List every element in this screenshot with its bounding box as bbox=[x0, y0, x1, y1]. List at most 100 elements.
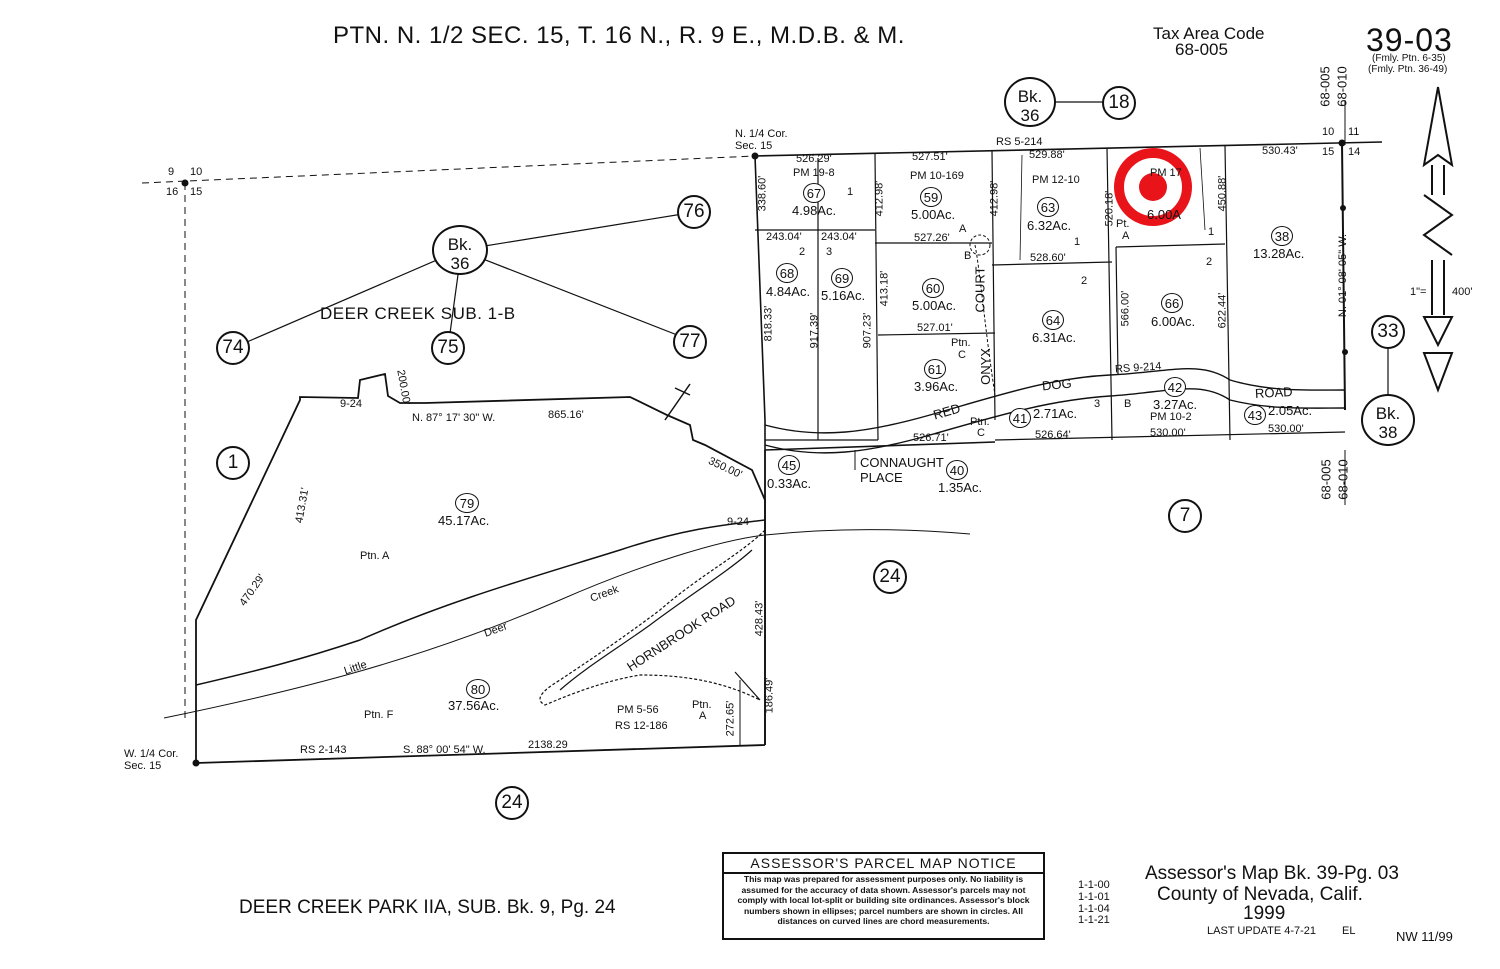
corner-label: 14 bbox=[1348, 146, 1361, 158]
dimension: 2138.29 bbox=[528, 739, 568, 751]
survey-ref: PM 10-2 bbox=[1150, 411, 1192, 423]
block-circle[interactable]: 76 bbox=[677, 195, 711, 229]
notice-body: This map was prepared for assessment pur… bbox=[737, 874, 1030, 927]
survey-ref: PM 19-8 bbox=[793, 167, 835, 179]
tax-code-bottom-a: 68-005 bbox=[1318, 459, 1334, 500]
parcel-number[interactable]: 79 bbox=[455, 493, 479, 513]
parcel-number[interactable]: 43 bbox=[1244, 405, 1266, 425]
tax-code-top-b: 68-010 bbox=[1334, 66, 1350, 107]
footer-subdivision: DEER CREEK PARK IIA, SUB. Bk. 9, Pg. 24 bbox=[239, 897, 616, 918]
parcel-number[interactable]: 80 bbox=[466, 679, 490, 699]
corner-label: 15 bbox=[1322, 146, 1335, 158]
former-parcels-2: (Fmly. Ptn. 36-49) bbox=[1368, 64, 1448, 75]
road-label-road: ROAD bbox=[1254, 384, 1293, 401]
footer-code: 1-1-01 bbox=[1078, 891, 1110, 903]
lot-label: Ptn. A bbox=[360, 550, 390, 562]
parcel-number[interactable]: 40 bbox=[946, 460, 968, 480]
parcel-number[interactable]: 67 bbox=[803, 183, 825, 203]
dimension: 428.43' bbox=[753, 600, 766, 637]
bearing: S. 88° 00' 54" W. bbox=[403, 744, 486, 756]
assessor-notice: ASSESSOR'S PARCEL MAP NOTICE This map wa… bbox=[722, 852, 1045, 940]
scale-right: 400' bbox=[1452, 286, 1473, 298]
survey-ref: 9-24 bbox=[340, 398, 363, 410]
dimension: 520.18' bbox=[1103, 190, 1116, 227]
lot-label: 1 bbox=[1074, 236, 1081, 248]
lot-label: Ptn. F bbox=[364, 709, 394, 721]
parcel-number[interactable]: 38 bbox=[1271, 226, 1293, 246]
corner-label: 16 bbox=[166, 186, 179, 198]
parcel-acreage: 45.17Ac. bbox=[438, 513, 490, 528]
target-marker-icon[interactable] bbox=[1113, 147, 1193, 227]
survey-ref: RS 5-214 bbox=[996, 136, 1043, 148]
book-ref-38[interactable]: Bk.38 bbox=[1361, 394, 1415, 446]
road-label-court: COURT bbox=[972, 266, 988, 313]
dimension: 907.23' bbox=[861, 312, 874, 349]
lot-label: 2 bbox=[1081, 275, 1088, 287]
tax-area-code: 68-005 bbox=[1175, 40, 1228, 59]
parcel-acreage: 5.16Ac. bbox=[821, 288, 866, 303]
n-quarter-corner-sec: Sec. 15 bbox=[735, 140, 773, 152]
scale-left: 1"= bbox=[1410, 286, 1427, 298]
parcel-acreage: 6.00A bbox=[1147, 207, 1181, 222]
parcel-number[interactable]: 45 bbox=[778, 455, 800, 475]
block-circle[interactable]: 24 bbox=[495, 786, 529, 820]
block-circle[interactable]: 75 bbox=[431, 331, 465, 365]
corner-label: 9 bbox=[168, 166, 175, 178]
parcel-number[interactable]: 68 bbox=[776, 263, 798, 283]
block-circle[interactable]: 1 bbox=[216, 446, 250, 480]
dimension: 622.44' bbox=[1216, 292, 1229, 329]
road-label-onyx: ONYX bbox=[977, 348, 993, 385]
block-circle[interactable]: 77 bbox=[673, 325, 707, 359]
parcel-acreage: 6.00Ac. bbox=[1151, 314, 1196, 329]
parcel-number[interactable]: 63 bbox=[1037, 197, 1059, 217]
parcel-acreage: 1.35Ac. bbox=[938, 480, 983, 495]
book-ref-36-left[interactable]: Bk.36 bbox=[432, 225, 488, 275]
parcel-number[interactable]: 64 bbox=[1042, 310, 1064, 330]
dimension: 450.88' bbox=[1216, 175, 1229, 212]
map-number: 39-03 bbox=[1366, 22, 1453, 58]
parcel-number[interactable]: 41 bbox=[1009, 408, 1031, 428]
parcel-number[interactable]: 66 bbox=[1161, 293, 1183, 313]
corner-label: 11 bbox=[1348, 126, 1360, 138]
parcel-acreage: 6.31Ac. bbox=[1032, 330, 1077, 345]
parcel-number[interactable]: 61 bbox=[924, 359, 946, 379]
block-circle[interactable]: 24 bbox=[873, 560, 907, 594]
parcel-acreage: 2.05Ac. bbox=[1268, 403, 1313, 418]
dimension: 530.43' bbox=[1262, 145, 1298, 157]
w-quarter-corner-sec: Sec. 15 bbox=[124, 760, 162, 772]
block-circle[interactable]: 7 bbox=[1168, 499, 1202, 533]
dimension: 526.29' bbox=[796, 153, 832, 165]
tax-code-top-a: 68-005 bbox=[1317, 66, 1333, 107]
dimension: 527.01' bbox=[917, 322, 953, 334]
lot-label: B bbox=[1124, 398, 1132, 410]
dimension: 566.00' bbox=[1119, 290, 1132, 327]
parcel-acreage: 5.00Ac. bbox=[911, 207, 956, 222]
survey-ref: RS 12-186 bbox=[615, 720, 668, 732]
block-circle[interactable]: 74 bbox=[216, 331, 250, 365]
road-label-dog: DOG bbox=[1041, 375, 1073, 394]
lot-label: Ptn. bbox=[692, 699, 712, 711]
lot-label: Pt. bbox=[1116, 218, 1130, 230]
n-quarter-corner: N. 1/4 Cor. bbox=[735, 128, 788, 140]
parcel-number[interactable]: 69 bbox=[831, 268, 853, 288]
dimension: 528.60' bbox=[1030, 252, 1066, 264]
bearing: N. 01° 08' 05" W. bbox=[1337, 233, 1350, 318]
dimension: 530.00' bbox=[1150, 427, 1186, 439]
parcel-number[interactable]: 59 bbox=[920, 187, 942, 207]
road-label-place: PLACE bbox=[860, 470, 903, 485]
tax-code-bottom-b: 68-010 bbox=[1335, 459, 1351, 500]
north-arrow-icon bbox=[1422, 86, 1454, 393]
block-circle[interactable]: 33 bbox=[1371, 315, 1405, 349]
parcel-number[interactable]: 42 bbox=[1164, 377, 1186, 397]
lot-label: 3 bbox=[826, 246, 833, 258]
book-ref-36-top[interactable]: Bk.36 bbox=[1004, 77, 1056, 127]
lot-label: Ptn. bbox=[951, 337, 971, 349]
survey-ref: PM 17 bbox=[1150, 167, 1182, 179]
lot-label: 2 bbox=[1206, 256, 1213, 268]
parcel-number[interactable]: 60 bbox=[922, 278, 944, 298]
dimension: 243.04' bbox=[821, 231, 857, 243]
block-circle[interactable]: 18 bbox=[1102, 86, 1136, 120]
footer-initials: EL bbox=[1342, 925, 1356, 937]
dimension: 526.64' bbox=[1035, 429, 1071, 441]
